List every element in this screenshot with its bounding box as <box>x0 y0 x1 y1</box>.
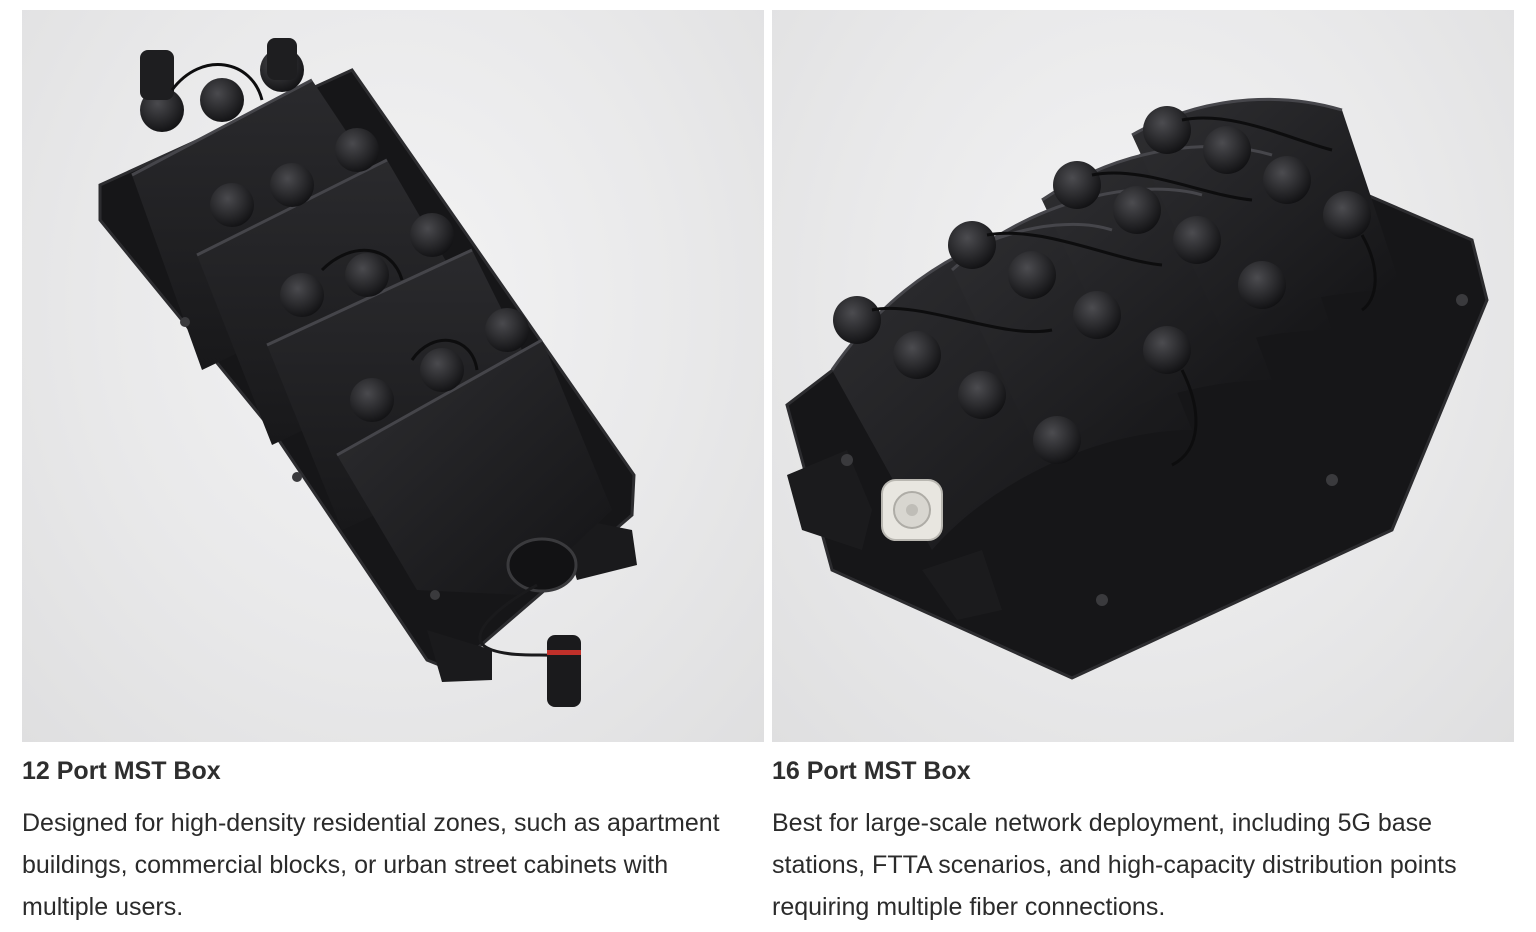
product-title: 12 Port MST Box <box>22 757 221 785</box>
product-title: 16 Port MST Box <box>772 757 971 785</box>
port-row-3 <box>280 213 454 317</box>
product-card-16-port: 16 Port MST Box Best for large-scale net… <box>772 10 1514 928</box>
product-description: Designed for high-density residential zo… <box>22 809 720 921</box>
mst-box-12-illustration <box>98 38 637 707</box>
port-row-2 <box>210 128 379 227</box>
port-grid <box>833 106 1371 464</box>
mst-box-16-illustration <box>785 97 1489 680</box>
product-image-12-port <box>22 10 764 742</box>
port-row-4 <box>350 308 529 422</box>
product-image-16-port <box>772 10 1514 742</box>
product-card-12-port: 12 Port MST Box Designed for high-densit… <box>22 10 764 928</box>
port-row-1 <box>140 38 304 132</box>
product-description: Best for large-scale network deployment,… <box>772 809 1457 921</box>
